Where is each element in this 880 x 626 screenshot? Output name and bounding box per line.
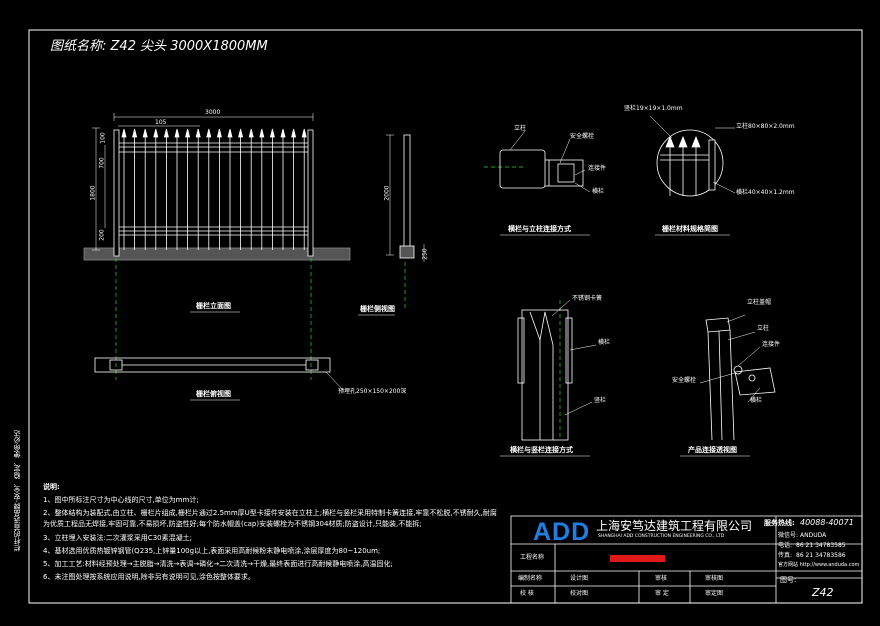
project-highlight (610, 555, 665, 562)
row1-value2: 审核图 (705, 575, 724, 582)
centerlines (115, 166, 561, 440)
picket-tip (269, 128, 275, 138)
row1-label2: 审核 (655, 575, 668, 582)
label-post-cap: 立柱盖帽 (747, 299, 772, 306)
caption-spec: 栅栏材料规格简图 (662, 225, 718, 233)
picket-tip (227, 128, 233, 138)
hotline-label: 服务热线: (764, 519, 795, 527)
label-post: 立柱 (514, 125, 527, 132)
conn-detail (499, 130, 591, 193)
label-connector2: 连接件 (762, 341, 781, 348)
note-item: 5、加工工艺:材料经预处理→主脱脂→清洗→表调→磷化→二次清洗→干燥,最终表面进… (43, 560, 393, 568)
phone-value: 86 21 34783585 (796, 542, 846, 549)
label-rail3: 横栏 (750, 397, 763, 404)
label-post2: 立柱 (757, 325, 770, 332)
picket-tip (238, 128, 244, 138)
label-ss-clip: 不锈钢卡簧 (572, 295, 603, 302)
dim-h4: 200 (98, 229, 106, 241)
dim-h3: 1800 (89, 185, 97, 201)
picket-tip (163, 128, 169, 138)
label-picket: 竖栏 (594, 397, 607, 404)
note-item: 4、基材选用优质热镀锌钢管(Q235,上锌量100g以上,表面采用高耐候粉末静电… (43, 547, 381, 555)
front-dimensions (92, 113, 314, 251)
picket-tip (291, 128, 297, 138)
drawing-no: Z42 (812, 586, 834, 599)
fax-value: 86 21 34783586 (796, 552, 846, 559)
title-block (510, 515, 863, 604)
rail-detail (517, 299, 597, 441)
label-connector: 连接件 (588, 165, 607, 172)
row2-label: 校 核 (520, 590, 534, 597)
row2-value: 校对图 (570, 590, 589, 597)
dim-spacing: 105 (155, 119, 167, 126)
company-name-en: SHANGHAI ADD CONSTRUCTION ENGINEERING CO… (598, 534, 725, 539)
caption-product: 产品连接透视图 (688, 446, 737, 454)
label-rail2: 横栏 (598, 339, 611, 346)
label-post-spec: 立柱80×80×2.0mm (736, 123, 795, 130)
picket-tip (280, 128, 286, 138)
caption-underlines (190, 234, 750, 457)
row1-value: 设计图 (570, 575, 589, 582)
label-rail-spec: 横栏40×40×1.2mm (736, 189, 795, 196)
picket-tip (153, 128, 159, 138)
base-note: 预埋孔250×150×200深 (338, 388, 407, 395)
label-picket-spec: 竖栏19×19×1.0mm (624, 105, 683, 112)
product-perspective (699, 314, 776, 441)
weibo-label: 微信号: (778, 532, 799, 539)
picket-tip (195, 128, 201, 138)
picket-tip (174, 128, 180, 138)
front-elevation (83, 129, 351, 261)
dim-h2: 700 (98, 157, 106, 169)
caption-conn: 横栏与立柱连接方式 (508, 225, 571, 233)
drawing-no-label: 图号: (780, 576, 797, 584)
top-view (94, 357, 344, 391)
label-rail: 横栏 (592, 188, 605, 195)
weibo-value: ANDUDA (800, 532, 827, 539)
hotline-value: 40088-40071 (800, 518, 854, 527)
row1-label: 编制名称 (518, 575, 543, 582)
picket-tip (121, 128, 127, 138)
dim-side-base: 250 (421, 248, 429, 260)
picket-tip (206, 128, 212, 138)
note-item: 3、立柱埋入安装法:二次灌浆采用C30素混凝土; (43, 534, 192, 542)
drawing-title: 图纸名称: Z42 尖头 3000X1800MM (50, 39, 268, 54)
side-view (386, 134, 425, 262)
company-logo: ADD (533, 518, 591, 546)
fax-label: 传真: (778, 552, 793, 559)
sheet-border (28, 29, 863, 604)
picket-tip (259, 128, 265, 138)
company-name-cn: 上海安笃达建筑工程有限公司 (596, 519, 753, 533)
picket-tip (185, 128, 191, 138)
label-bolt: 安全螺栓 (570, 133, 595, 140)
spec-detail (649, 115, 736, 197)
brand-side-text: 栏杆的首选品牌-安全、稳定、使命必达 (13, 430, 21, 552)
picket-tip (301, 128, 307, 138)
dim-width: 3000 (205, 109, 221, 116)
note-item: 2、整体结构为装配式,由立柱、栅栏片组成,栅栏片通过2.5mm厚U型卡接件安装在… (43, 509, 497, 529)
website: 官方网站 http://www.anduda.com (778, 562, 860, 568)
row2-value2: 审定图 (705, 590, 724, 597)
caption-front: 栅栏立面图 (196, 302, 231, 310)
note-item: 6、未注图处理按系统应用说明,除非另有说明可见,涂色按整体要求。 (43, 573, 255, 581)
project-label: 工程名称 (520, 554, 545, 561)
row2-label2: 审 定 (655, 590, 669, 597)
picket-tip (132, 128, 138, 138)
picket-tip (248, 128, 254, 138)
caption-rail: 横栏与竖栏连接方式 (510, 446, 573, 454)
caption-side: 栅栏侧视图 (360, 305, 395, 313)
notes-heading: 说明: (43, 483, 60, 491)
dim-side-height: 2000 (383, 185, 391, 201)
caption-top: 栅栏俯视图 (196, 390, 231, 398)
label-bolt2: 安全螺栓 (672, 377, 697, 384)
front-pickets (121, 128, 307, 250)
dim-h1: 100 (99, 132, 107, 144)
picket-tip (216, 128, 222, 138)
phone-label: 电话: (778, 542, 793, 549)
picket-tip (142, 128, 148, 138)
note-item: 1、图中所标注尺寸为中心线的尺寸,单位为mm计; (43, 496, 199, 504)
